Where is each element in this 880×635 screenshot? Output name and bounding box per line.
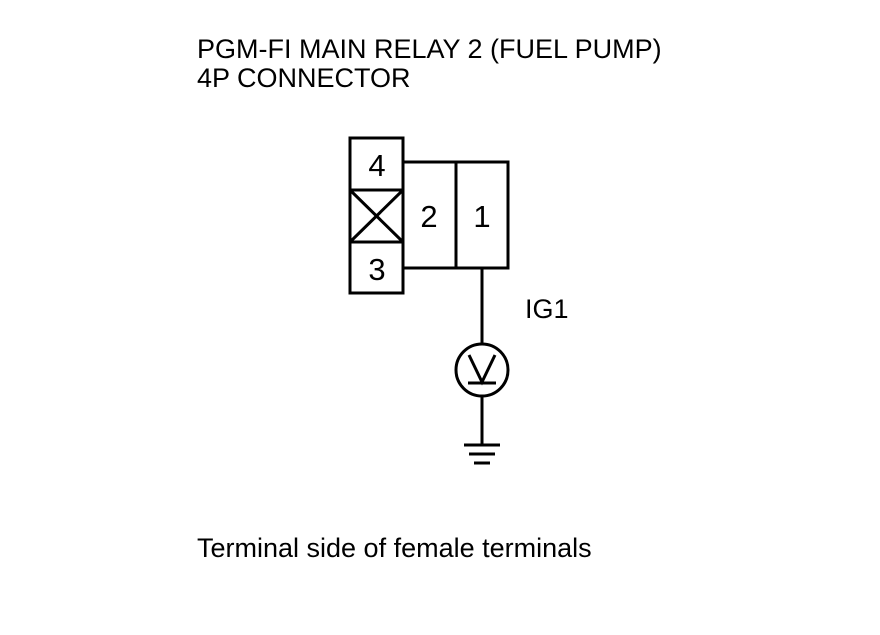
pin-1-label: 1 bbox=[473, 199, 490, 234]
pin-3-label: 3 bbox=[368, 252, 385, 287]
connector-right-body: 2 1 bbox=[401, 160, 510, 270]
unused-cavity-cross bbox=[348, 188, 405, 244]
diagram-title-line2: 4P CONNECTOR bbox=[197, 63, 411, 93]
voltmeter-icon bbox=[454, 342, 510, 398]
connector-left-column: 4 3 bbox=[348, 136, 405, 295]
pin-2-label: 2 bbox=[420, 199, 437, 234]
signal-label-ig1: IG1 bbox=[525, 294, 569, 324]
ground-icon bbox=[464, 443, 500, 465]
diagram-title-line1: PGM-FI MAIN RELAY 2 (FUEL PUMP) bbox=[197, 34, 662, 64]
diagram-caption: Terminal side of female terminals bbox=[197, 533, 592, 563]
pin-4-label: 4 bbox=[368, 148, 385, 183]
